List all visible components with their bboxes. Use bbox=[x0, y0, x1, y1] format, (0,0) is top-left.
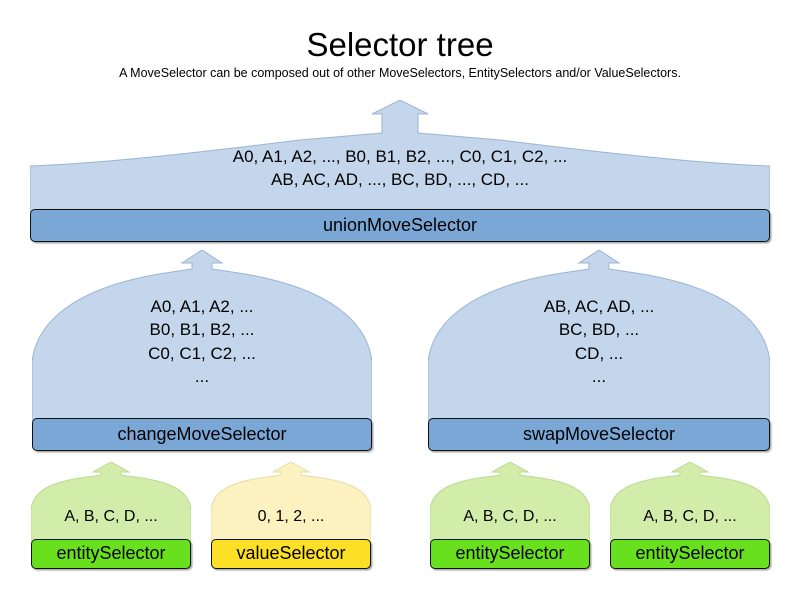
entity-selector-1-bar[interactable]: entitySelector bbox=[31, 539, 191, 569]
node-entity-selector-3: A, B, C, D, ... entitySelector bbox=[610, 462, 770, 569]
node-value-selector: 0, 1, 2, ... valueSelector bbox=[211, 462, 371, 569]
entity-selector-2-fan-shape bbox=[430, 462, 590, 542]
entity-selector-1-fan-shape bbox=[31, 462, 191, 542]
change-fan-shape bbox=[32, 250, 372, 421]
node-union-move-selector: A0, A1, A2, ..., B0, B1, B2, ..., C0, C1… bbox=[30, 100, 770, 242]
node-change-move-selector: A0, A1, A2, ... B0, B1, B2, ... C0, C1, … bbox=[32, 250, 372, 451]
entity-selector-3-bar[interactable]: entitySelector bbox=[610, 539, 770, 569]
value-selector-bar[interactable]: valueSelector bbox=[211, 539, 371, 569]
union-move-selector-bar[interactable]: unionMoveSelector bbox=[30, 209, 770, 242]
union-fan-shape bbox=[30, 100, 770, 212]
entity-selector-2-bar[interactable]: entitySelector bbox=[430, 539, 590, 569]
swap-fan-shape bbox=[428, 250, 770, 421]
node-swap-move-selector: AB, AC, AD, ... BC, BD, ... CD, ... ... … bbox=[428, 250, 770, 451]
value-selector-fan-shape bbox=[211, 462, 371, 542]
node-entity-selector-1: A, B, C, D, ... entitySelector bbox=[31, 462, 191, 569]
page-subtitle: A MoveSelector can be composed out of ot… bbox=[119, 66, 681, 80]
change-move-selector-bar[interactable]: changeMoveSelector bbox=[32, 418, 372, 451]
node-entity-selector-2: A, B, C, D, ... entitySelector bbox=[430, 462, 590, 569]
page-title: Selector tree bbox=[306, 26, 494, 63]
entity-selector-3-fan-shape bbox=[610, 462, 770, 542]
swap-move-selector-bar[interactable]: swapMoveSelector bbox=[428, 418, 770, 451]
